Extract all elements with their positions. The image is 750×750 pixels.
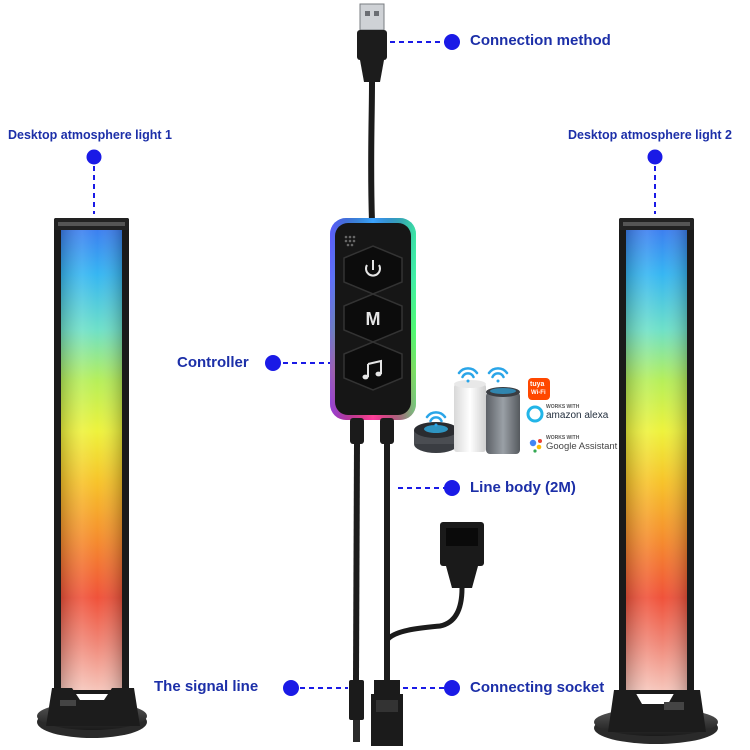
label-signal-line: The signal line (154, 678, 259, 695)
connecting-socket (371, 680, 403, 746)
music-button[interactable] (362, 359, 382, 380)
music-note-icon (362, 359, 382, 380)
mode-button-label: M (366, 309, 381, 329)
mode-button[interactable]: M (366, 309, 381, 329)
desktop-light-2 (594, 218, 718, 744)
label-desktop-light-2: Desktop atmosphere light 2 (568, 128, 732, 142)
google-works-with: WORKS WITH (546, 435, 580, 441)
signal-cables (350, 418, 465, 681)
label-connection-method: Connection method (470, 32, 611, 49)
label-connecting-socket: Connecting socket (470, 679, 605, 696)
wifi-badge-text: Wi-Fi (531, 390, 546, 396)
label-line-body: Line body (2M) (470, 479, 576, 496)
alexa-text: amazon alexa (546, 410, 609, 421)
signal-line-plug (349, 680, 364, 742)
desktop-light-1 (37, 218, 147, 738)
smart-speakers (414, 380, 520, 454)
callout-leaders (93, 41, 656, 689)
usb-plug-icon (357, 3, 387, 82)
google-assistant-logo-icon (529, 439, 542, 453)
callout-markers (86, 34, 663, 696)
usb-socket (440, 522, 484, 588)
alexa-logo-icon (526, 405, 544, 423)
wifi-icon (425, 367, 509, 427)
usb-cable (368, 81, 375, 223)
alexa-works-with: WORKS WITH (546, 404, 580, 410)
tuya-badge-text: tuya (530, 381, 545, 388)
label-controller: Controller (177, 354, 249, 371)
google-text: Google Assistant (546, 441, 618, 452)
tuya-logo-icon (528, 378, 550, 400)
label-desktop-light-1: Desktop atmosphere light 1 (8, 128, 172, 142)
power-icon (365, 260, 381, 277)
power-button[interactable] (365, 260, 381, 277)
